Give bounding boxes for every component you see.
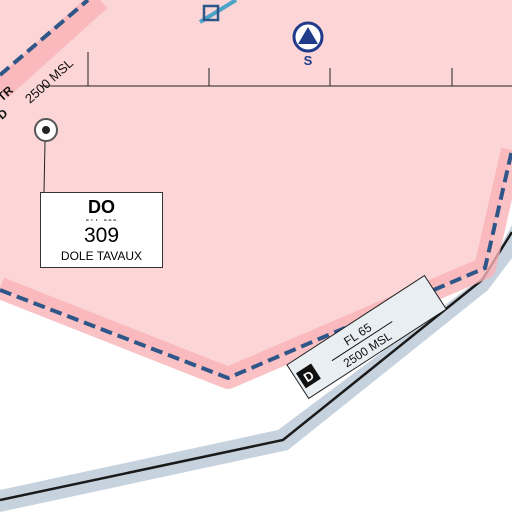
airspace-name-fragment: D <box>0 106 11 122</box>
reporting-point-label: S <box>304 53 313 68</box>
navaid-frequency: 309 <box>83 224 120 247</box>
vor-circle-icon <box>34 118 58 142</box>
airspace-boundary-band-top <box>0 0 108 99</box>
navaid-ident: DO <box>88 197 115 217</box>
navaid-morse-code: -·· --- <box>85 214 118 226</box>
navaid-info-box: DO -·· --- 309 DOLE TAVAUX <box>40 192 163 268</box>
navaid-name: DOLE TAVAUX <box>60 249 143 263</box>
limit-separator <box>331 321 393 362</box>
diamond-icon <box>198 0 238 24</box>
navaid-leader-line <box>43 141 46 193</box>
airspace-boundary-top <box>0 0 90 77</box>
airway-band <box>0 225 512 512</box>
airspace-area <box>0 0 512 378</box>
triangle-in-circle-icon <box>292 21 324 53</box>
